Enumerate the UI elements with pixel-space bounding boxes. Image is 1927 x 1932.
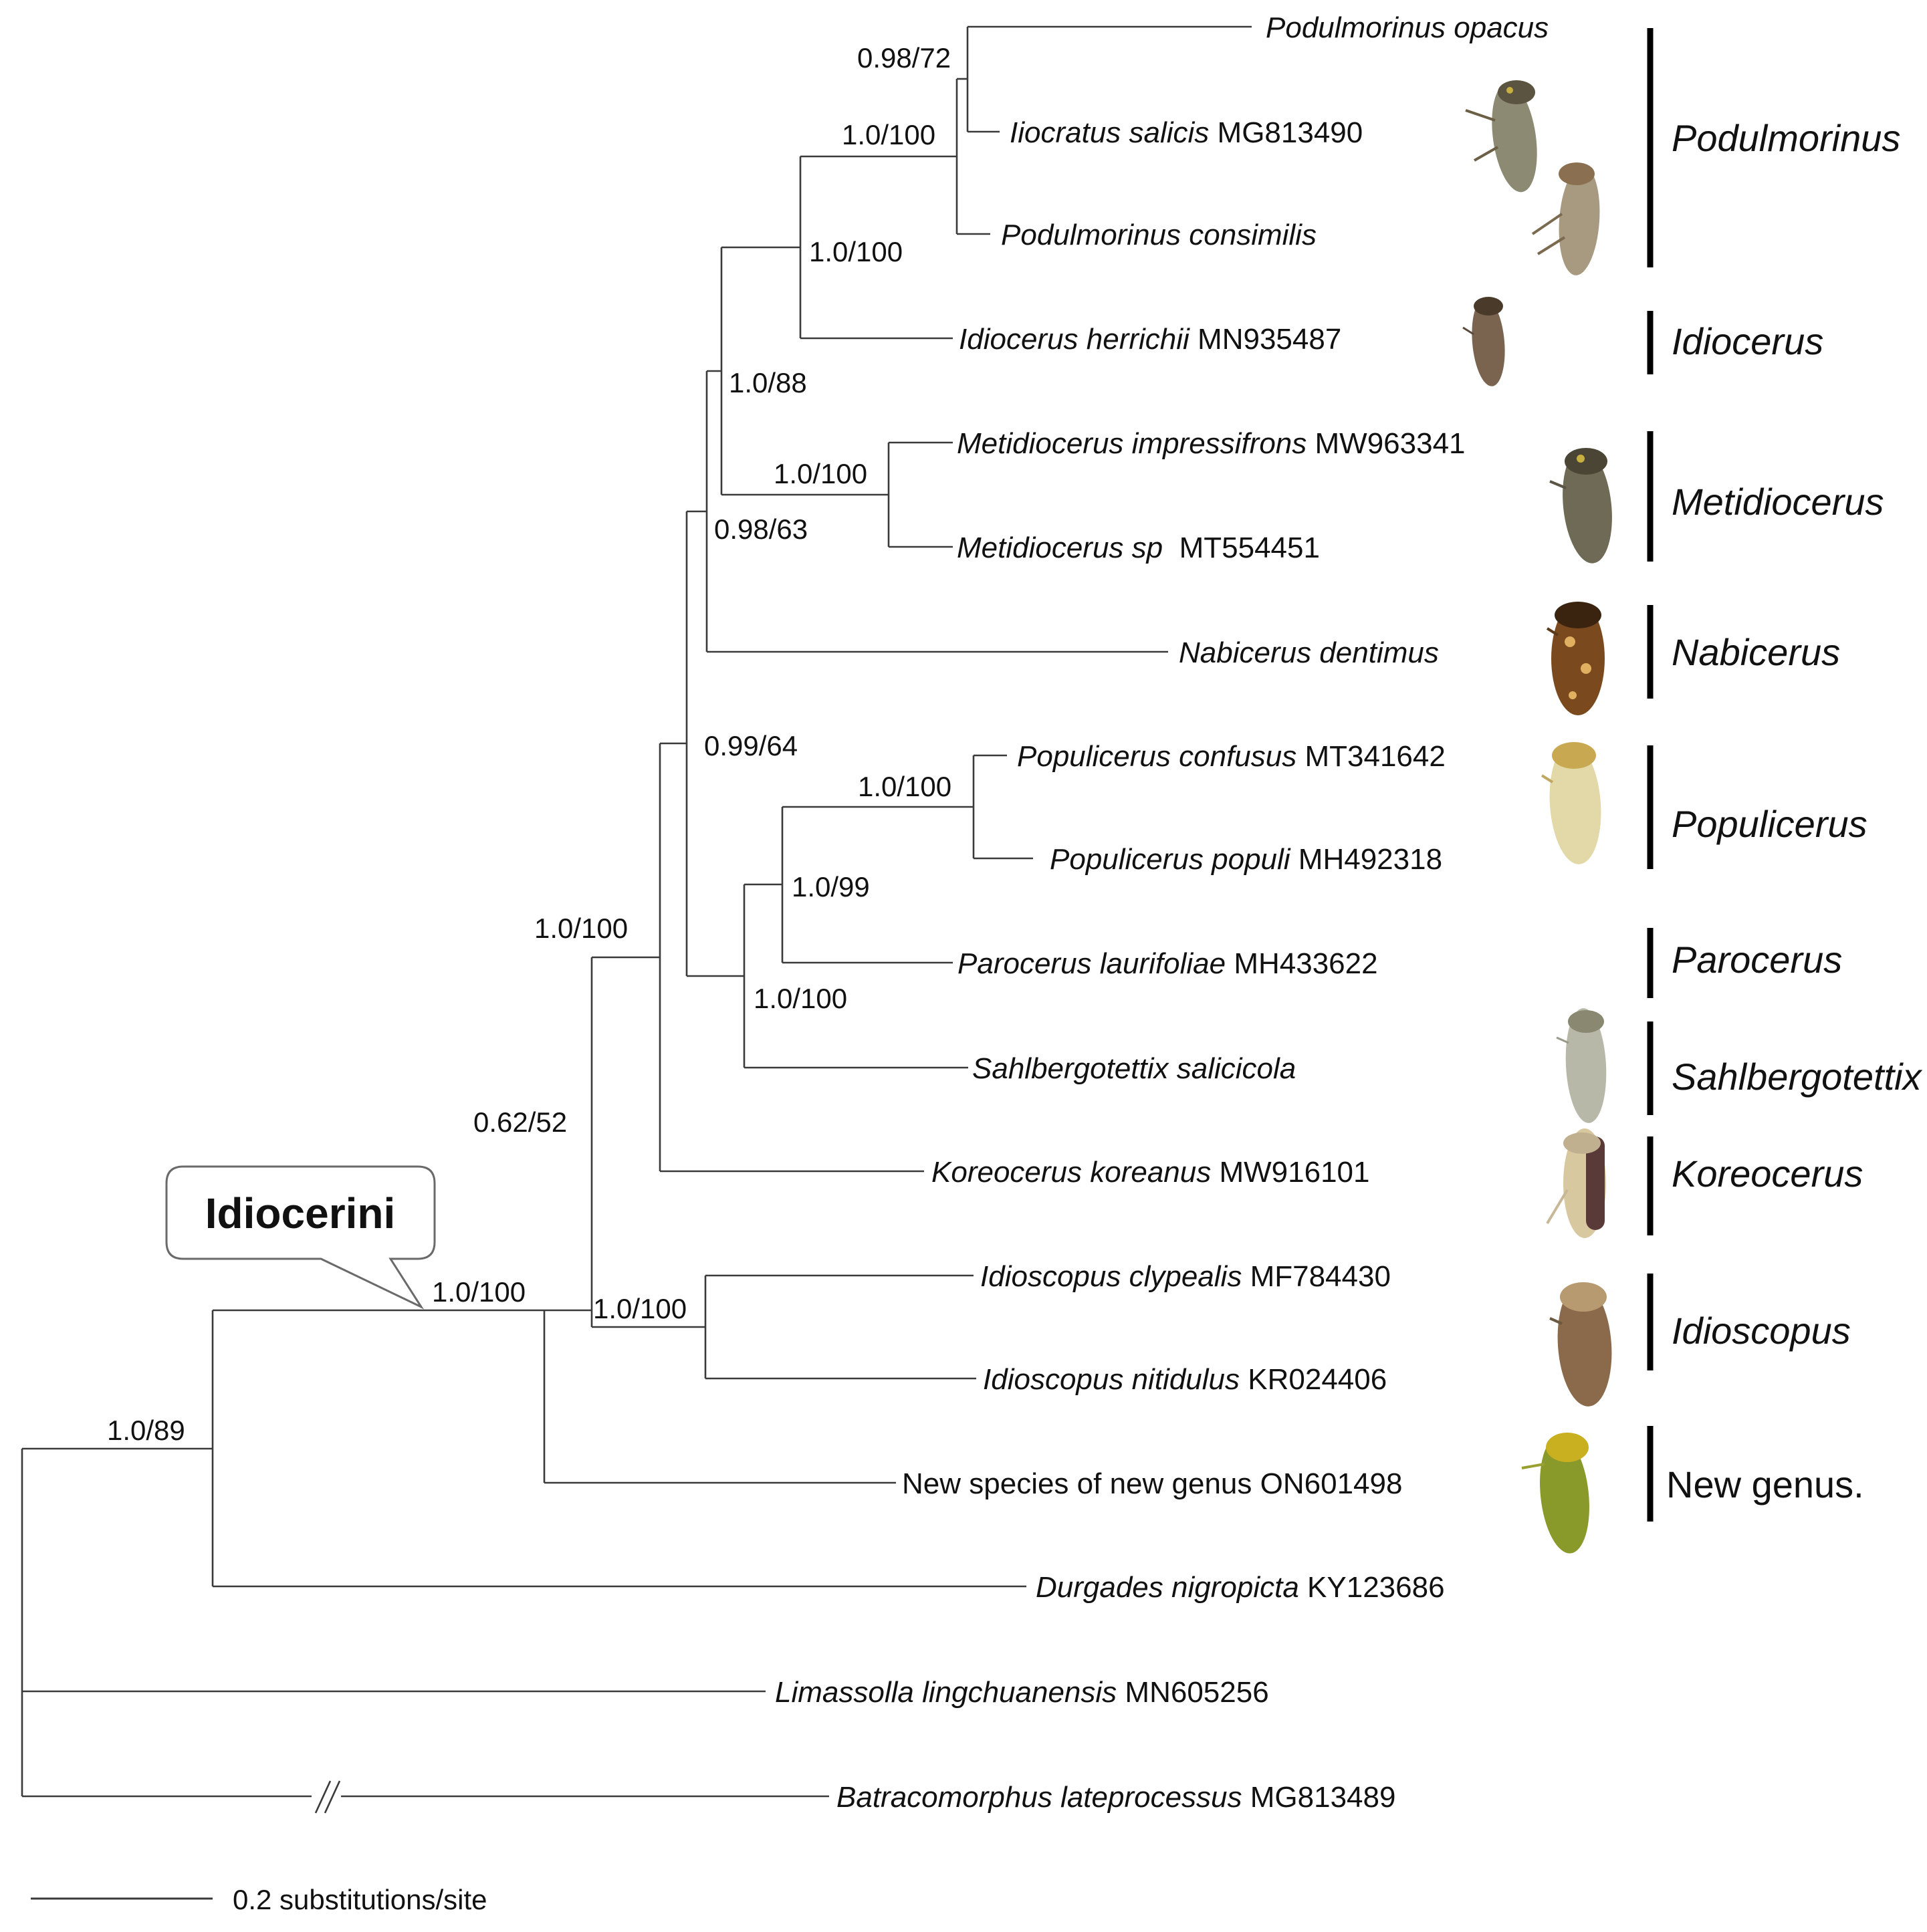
support-value: 1.0/100 [842,119,935,150]
taxon-label: Podulmorinus opacus [1266,11,1549,44]
genus-label-podulmorinus: Podulmorinus [1672,117,1900,159]
taxon-label: Nabicerus dentimus [1179,636,1439,669]
scale-bar-label: 0.2 substitutions/site [233,1884,487,1915]
specimen-photo-idiocerus [1462,297,1505,386]
specimen-photo-podulmorinus-consimilis [1531,162,1600,275]
taxon-label: Durgades nigropicta KY123686 [1036,1571,1445,1604]
taxon-label: Batracomorphus lateprocessus MG813489 [836,1781,1395,1814]
taxon-label: Idioscopus nitidulus KR024406 [983,1363,1387,1396]
specimen-photo-new-genus [1521,1433,1589,1554]
specimen-photo-idioscopus [1549,1282,1612,1407]
taxon-label: Idiocerus herrichii MN935487 [959,323,1341,356]
specimen-photo-metidiocerus [1549,448,1612,564]
specimen-photo-sahlbergotettix [1556,1008,1607,1123]
taxon-label: Idioscopus clypealis MF784430 [980,1260,1391,1293]
genus-label-populicerus: Populicerus [1672,803,1867,845]
taxon-labels: Podulmorinus opacus Iiocratus salicis MG… [775,11,1549,1814]
support-value: 0.99/64 [704,730,798,761]
support-value: 0.98/72 [857,42,951,74]
taxon-label: Iiocratus salicis MG813490 [1010,116,1363,149]
specimen-photo-populicerus [1541,742,1601,864]
support-value: 1.0/100 [774,458,867,489]
support-value: 1.0/89 [107,1415,185,1446]
idiocerini-callout: Idiocerini [165,1165,436,1310]
support-values: 0.98/72 1.0/100 1.0/100 1.0/88 1.0/100 0… [107,42,951,1446]
taxon-label: Podulmorinus consimilis [1001,219,1317,251]
genus-label-new-genus: New genus. [1666,1463,1864,1505]
specimen-photos [1462,80,1612,1554]
support-value: 1.0/99 [792,871,870,902]
taxon-label: Populicerus populi MH492318 [1050,843,1442,876]
taxon-label: Limassolla lingchuanensis MN605256 [775,1676,1269,1709]
genus-label-sahlbergotettix: Sahlbergotettix [1672,1056,1923,1098]
tree-branches [21,25,1252,1798]
taxon-label: Metidiocerus impressifrons MW963341 [957,427,1466,460]
genus-label-metidiocerus: Metidiocerus [1672,481,1884,523]
genus-label-idiocerus: Idiocerus [1672,320,1823,362]
genus-label-idioscopus: Idioscopus [1672,1310,1851,1352]
specimen-photo-nabicerus [1546,602,1605,715]
support-value: 1.0/100 [432,1276,526,1308]
specimen-photo-koreocerus [1546,1128,1606,1238]
taxon-label: New species of new genus ON601498 [902,1467,1402,1500]
genus-labels: Podulmorinus Idiocerus Metidiocerus Nabi… [1666,117,1923,1505]
taxon-label: Koreocerus koreanus MW916101 [931,1156,1370,1189]
branch-break-marker [312,1780,341,1814]
callout-bubble [165,1165,436,1310]
support-value: 1.0/100 [593,1293,687,1324]
support-value: 1.0/100 [754,983,847,1014]
support-value: 1.0/100 [809,236,903,267]
support-value: 1.0/100 [534,913,628,944]
genus-label-parocerus: Parocerus [1672,939,1842,981]
taxon-label: Populicerus confusus MT341642 [1017,740,1446,773]
genus-label-nabicerus: Nabicerus [1672,631,1840,673]
taxon-label: Metidiocerus sp MT554451 [957,531,1320,564]
taxon-label: Parocerus laurifoliae MH433622 [957,947,1378,980]
scale-bar: 0.2 substitutions/site [31,1884,487,1915]
support-value: 1.0/100 [858,771,951,802]
support-value: 0.98/63 [714,513,808,545]
support-value: 0.62/52 [473,1106,567,1138]
specimen-photo-iiocratus [1465,80,1537,193]
support-value: 1.0/88 [729,367,807,398]
genus-label-koreocerus: Koreocerus [1672,1153,1863,1195]
tribe-label: Idiocerini [205,1189,396,1237]
taxon-label: Sahlbergotettix salicicola [972,1052,1296,1085]
